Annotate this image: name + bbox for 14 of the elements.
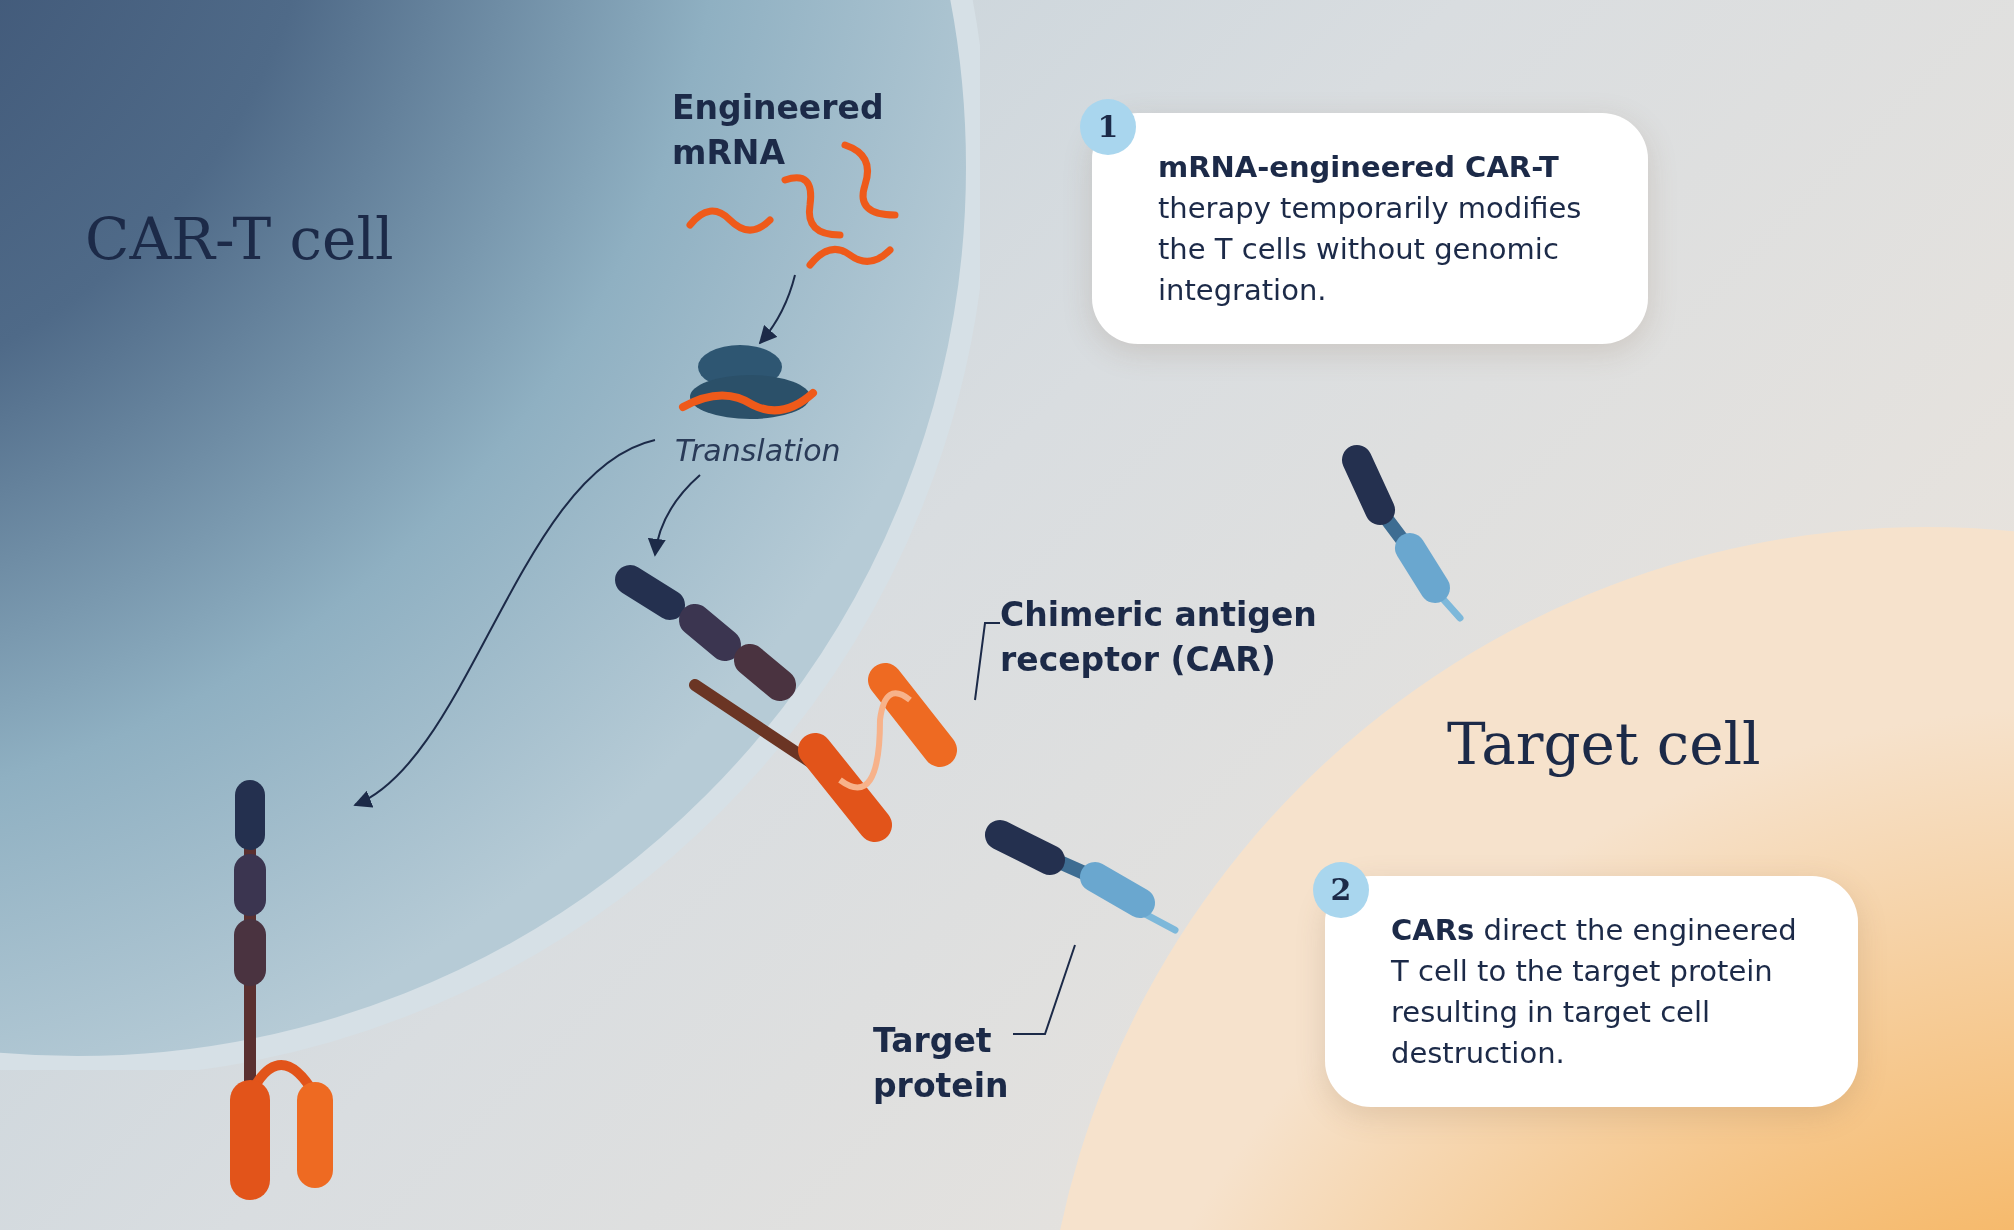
process-label: Translation <box>675 433 841 468</box>
callout-text: mRNA-engineered CAR-T therapy temporarily modifies the T cells without genomic integration. <box>1158 149 1583 309</box>
cell-label: CAR-T cell <box>85 205 394 273</box>
arrow <box>353 439 656 806</box>
leader-line <box>974 622 1001 701</box>
arrow <box>648 474 701 557</box>
callout-text: CARs direct the engineered T cell to the target protein resulting in target cell destruction. <box>1391 912 1798 1072</box>
leader-line <box>1012 944 1076 1035</box>
step-number-badge: 1 <box>1080 99 1136 155</box>
callout-label: Chimeric antigen receptor (CAR) <box>1000 592 1320 684</box>
mrna-label: Engineered mRNA <box>672 87 885 174</box>
cell-label: Target cell <box>1447 710 1761 778</box>
callout-label: Target protein <box>873 1018 1013 1113</box>
arrow <box>758 274 796 345</box>
